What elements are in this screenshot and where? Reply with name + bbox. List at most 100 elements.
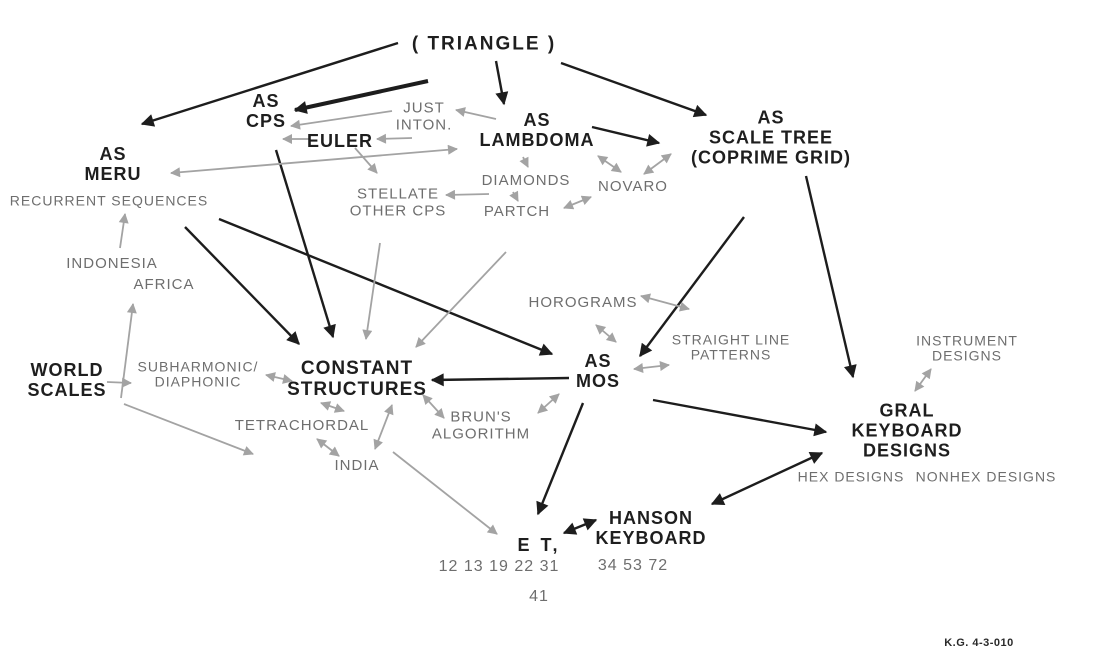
- node-hanson-keyboard-line: HANSON: [608, 508, 694, 529]
- node-tetrachordal-line: TETRACHORDAL: [234, 416, 370, 434]
- node-gral-keyboard-designs-line: DESIGNS: [862, 439, 952, 460]
- arrow-as-scale-tree-to-gral-keyboard-designs: [804, 175, 857, 379]
- arrow-horograms-to-as-mos: [595, 324, 617, 343]
- arrow-bruns-algorithm-to-as-mos: [537, 393, 560, 414]
- arrow-gral-keyboard-designs-to-instrument-designs: [914, 368, 932, 392]
- node-et-line: E T,: [517, 535, 561, 556]
- node-as-meru-line: MERU: [84, 164, 142, 184]
- node-india: INDIA: [334, 456, 380, 475]
- node-africa: AFRICA: [133, 275, 195, 294]
- node-horograms: HOROGRAMS: [528, 293, 638, 312]
- node-diamonds-line: DIAMONDS: [481, 171, 571, 189]
- arrow-as-scale-tree-to-as-mos: [639, 216, 745, 358]
- node-as-scale-tree-line: (COPRIME GRID): [691, 146, 851, 167]
- node-indonesia: INDONESIA: [66, 254, 158, 273]
- node-et-number-41: 41: [529, 588, 549, 606]
- node-instrument-designs-line: DESIGNS: [931, 348, 1002, 364]
- node-nonhex-designs: NONHEX DESIGNS: [915, 468, 1057, 485]
- arrow-as-meru-to-as-lambdoma: [170, 144, 458, 178]
- node-partch: PARTCH: [483, 202, 551, 221]
- arrow-as-meru-to-as-mos: [218, 217, 554, 356]
- node-et-numbers-right-line: 34 53 72: [597, 557, 669, 575]
- arrow-constant-structures-to-et: [392, 451, 498, 535]
- arrow-as-lambdoma-to-diamonds: [519, 156, 529, 168]
- node-africa-line: AFRICA: [133, 275, 195, 293]
- arrow-constant-structures-to-tetrachordal: [320, 401, 345, 413]
- node-as-mos-line: AS: [584, 351, 612, 372]
- node-subharmonic-diaphonic-line: DIAPHONIC: [154, 374, 242, 390]
- node-euler-line: EULER: [306, 131, 374, 152]
- node-india-line: INDIA: [334, 456, 380, 474]
- node-horograms-line: HOROGRAMS: [528, 293, 638, 311]
- arrow-horograms-to-straight-line-patterns: [640, 293, 690, 312]
- arrow-diamonds-to-partch: [509, 190, 519, 202]
- node-recurrent-sequences-line: RECURRENT SEQUENCES: [9, 192, 209, 209]
- arrow-triangle-to-as-meru: [140, 41, 399, 127]
- node-triangle: ( TRIANGLE ): [412, 34, 556, 56]
- node-euler: EULER: [306, 131, 374, 152]
- node-as-lambdoma-line: AS: [523, 110, 551, 131]
- arrow-et-to-hanson-keyboard: [562, 518, 598, 535]
- arrow-indonesia-to-recurrent-sequences: [118, 213, 129, 249]
- node-straight-line-patterns-line: PATTERNS: [690, 347, 772, 363]
- node-et-numbers-right: 34 53 72: [598, 557, 668, 575]
- arrow-constant-structures-to-bruns-algorithm: [422, 394, 445, 419]
- arrow-triangle-to-as-scale-tree: [560, 61, 708, 118]
- arrow-euler-to-stellate-other-cps: [354, 147, 378, 174]
- node-world-scales-line: WORLD: [30, 360, 104, 381]
- arrow-just-inton-to-euler: [376, 133, 413, 144]
- node-hanson-keyboard-line: KEYBOARD: [595, 528, 707, 548]
- node-et-numbers-left: 12 13 19 22 31: [439, 558, 560, 576]
- node-partch-line: PARTCH: [483, 202, 551, 220]
- arrow-as-lambdoma-to-as-scale-tree: [591, 125, 661, 147]
- arrow-as-cps-to-constant-structures: [274, 149, 336, 339]
- node-indonesia-line: INDONESIA: [66, 254, 158, 272]
- node-as-mos-line: MOS: [575, 371, 621, 391]
- arrow-partch-to-constant-structures: [415, 251, 507, 348]
- node-as-lambdoma-line: LAMBDOMA: [479, 130, 595, 150]
- arrow-as-mos-to-constant-structures: [430, 373, 570, 387]
- node-instrument-designs-line: INSTRUMENT: [916, 332, 1018, 349]
- node-subharmonic-diaphonic: SUBHARMONIC/DIAPHONIC: [137, 358, 259, 391]
- node-subharmonic-diaphonic-line: SUBHARMONIC/: [137, 358, 259, 375]
- node-as-cps-line: AS: [252, 91, 280, 112]
- arrow-world-scales-to-india: [123, 403, 254, 456]
- node-just-inton-line: INTON.: [395, 116, 453, 133]
- node-novaro: NOVARO: [598, 178, 668, 196]
- node-diamonds: DIAMONDS: [481, 171, 571, 190]
- node-tetrachordal: TETRACHORDAL: [234, 416, 370, 435]
- arrow-triangle-to-as-lambdoma: [494, 60, 509, 106]
- arrow-recurrent-sequences-to-constant-structures: [184, 226, 300, 345]
- arrow-world-scales-to-subharmonic-diaphonic: [106, 377, 132, 388]
- arrow-as-mos-to-et: [536, 402, 585, 516]
- arrow-just-inton-to-as-cps: [290, 110, 393, 130]
- arrow-india-to-constant-structures: [373, 404, 394, 450]
- node-et-numbers-left-line: 12 13 19 22 31: [438, 558, 560, 576]
- arrow-as-mos-to-straight-line-patterns: [633, 361, 670, 373]
- signature-text: K.G. 4-3-010: [944, 637, 1014, 649]
- node-straight-line-patterns-line: STRAIGHT LINE: [671, 331, 791, 348]
- arrow-as-mos-to-gral-keyboard-designs: [652, 398, 828, 437]
- arrow-as-scale-tree-to-novaro: [643, 153, 672, 175]
- node-nonhex-designs-line: NONHEX DESIGNS: [915, 468, 1057, 485]
- arrow-tetrachordal-to-india: [316, 438, 340, 457]
- node-gral-keyboard-designs-line: KEYBOARD: [851, 420, 963, 441]
- node-constant-structures-line: CONSTANT: [300, 358, 414, 380]
- node-bruns-algorithm-line: BRUN'S: [450, 408, 512, 426]
- node-et-number-41-line: 41: [529, 588, 549, 606]
- arrow-as-lambdoma-to-just-inton: [455, 107, 497, 120]
